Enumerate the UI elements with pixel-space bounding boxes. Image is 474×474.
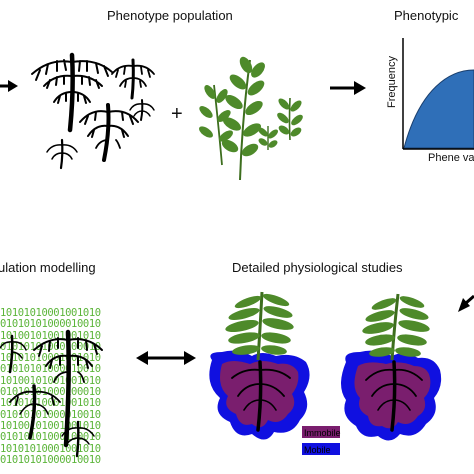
distribution-curve: [403, 69, 474, 149]
arrow-diagonal: [458, 294, 474, 312]
binary-line: 10100101001001010: [0, 374, 101, 387]
phenotypic-title: Phenotypic: [394, 8, 459, 23]
binary-line: 01010101000010010: [0, 363, 101, 376]
shoot-left: [199, 84, 233, 166]
immobile-zone-right: [354, 362, 431, 429]
legend-swatch-mobile: [302, 443, 340, 455]
model-root-system-mid: [9, 384, 61, 440]
y-axis-label: Frequency: [386, 56, 398, 108]
root-system-tiny-b: [46, 138, 78, 170]
arrow-in-left: [0, 80, 18, 92]
shoot-tall: [221, 56, 265, 181]
frequency-chart: Frequency Phene va: [386, 38, 474, 164]
zone-legend: Immobile Mobile: [302, 426, 341, 455]
legend-label-immobile: Immobile: [304, 428, 341, 438]
phenotype-population-title: Phenotype population: [107, 8, 233, 23]
binary-line: 01010101000010010: [0, 453, 101, 466]
legend-label-mobile: Mobile: [304, 445, 331, 455]
shoot-population: [199, 56, 303, 181]
root-system-tiny-a: [129, 99, 155, 121]
root-system-large: [31, 52, 113, 133]
root-system-small-a: [111, 58, 155, 100]
binary-line: 01010101000010010: [0, 318, 101, 331]
binary-line: 10101010001001010: [0, 308, 101, 319]
population-modelling-title: ulation modelling: [0, 260, 96, 275]
binary-line: 01010101000100010: [0, 340, 101, 353]
binary-line: 10101010001001010: [0, 397, 101, 410]
root-system-medium: [79, 103, 139, 162]
binary-line: 01010101000100010: [0, 386, 101, 399]
shoot-small: [258, 126, 278, 150]
shoot-right: [277, 97, 303, 141]
arrow-to-chart: [330, 81, 366, 95]
model-root-system-small: [61, 420, 95, 458]
x-axis-label: Phene va: [428, 152, 474, 164]
binary-line: 10100101001001010: [0, 329, 101, 342]
plant-studied-left: [209, 291, 310, 440]
plant-studied-right: [341, 293, 442, 441]
binary-line: 10101010001001010: [0, 442, 101, 455]
model-root-system-large: [33, 329, 103, 448]
binary-line: 01010101000010010: [0, 408, 101, 421]
legend-swatch-immobile: [302, 426, 340, 438]
detailed-studies-title: Detailed physiological studies: [232, 260, 403, 275]
double-arrow: [136, 351, 196, 365]
binary-line: 10101010001001010: [0, 352, 101, 365]
binary-line: 10100101001001010: [0, 419, 101, 432]
plus-sign: +: [171, 103, 183, 125]
model-root-system-left: [0, 334, 27, 374]
binary-line: 01010101000100010: [0, 431, 101, 444]
